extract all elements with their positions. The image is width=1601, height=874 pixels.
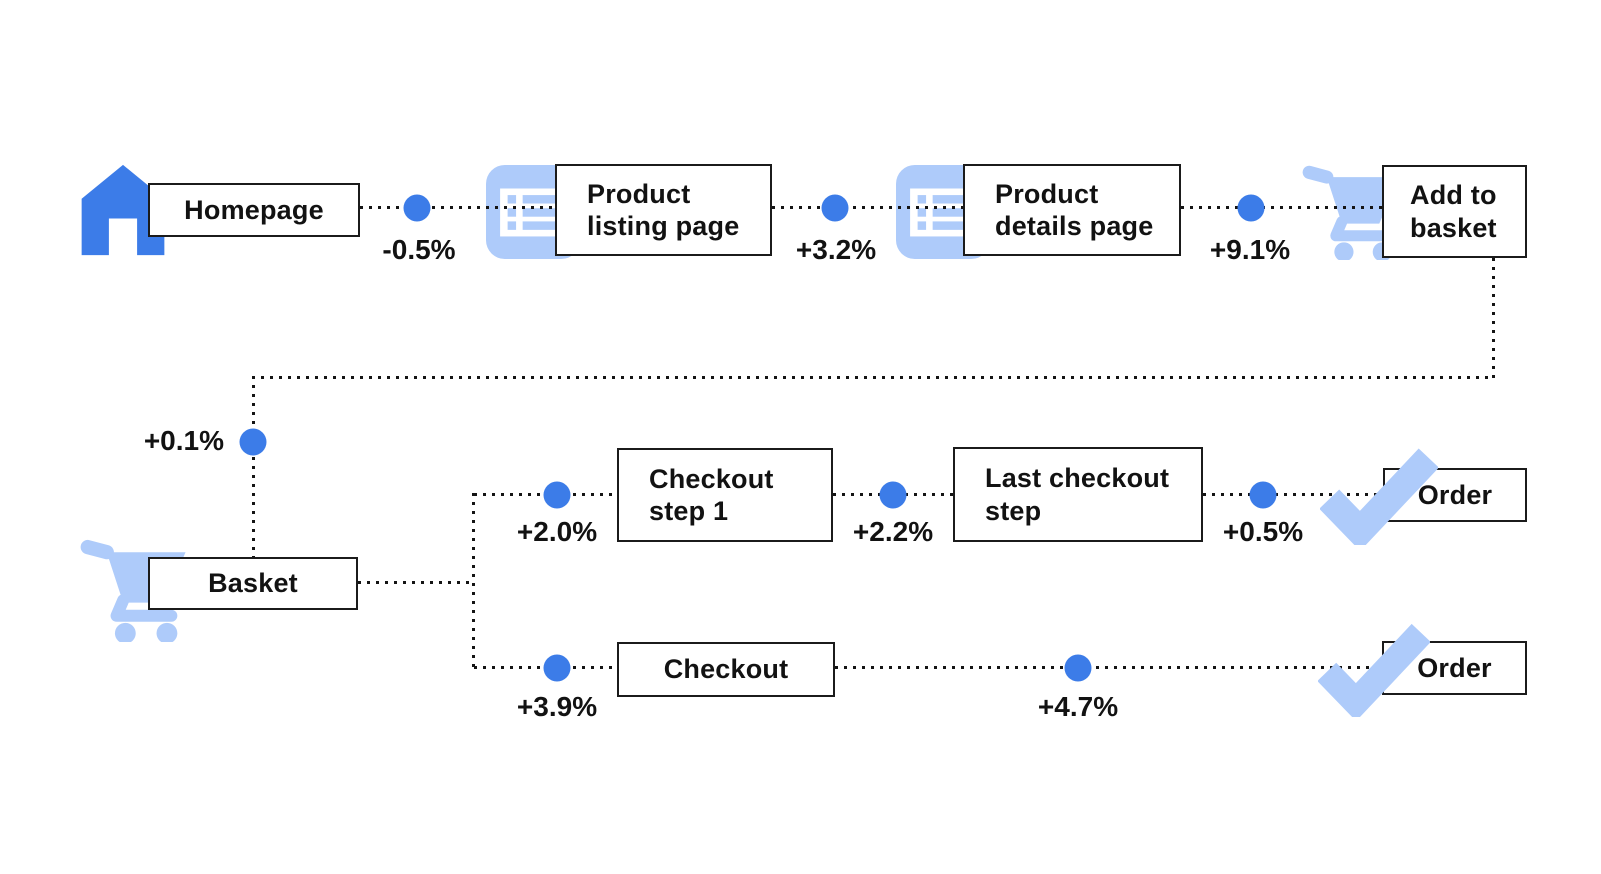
- delta-label: +3.9%: [516, 691, 598, 722]
- connector-line: [1181, 206, 1382, 209]
- node-label-line2: listing page: [587, 211, 740, 241]
- node-label-line1: Add to: [1410, 180, 1497, 211]
- node-label-line2: basket: [1410, 212, 1497, 243]
- delta-label: +2.0%: [516, 516, 598, 547]
- flow-dot: [543, 654, 571, 682]
- node-checkout-step-1: Checkout step 1: [617, 448, 833, 542]
- node-label: Basket: [208, 568, 298, 599]
- flow-dot: [1237, 194, 1265, 222]
- connector-line: [360, 206, 555, 209]
- node-add-to-basket: Add to basket: [1382, 165, 1527, 258]
- delta-label: +2.2%: [852, 516, 934, 547]
- connector-line: [252, 376, 1494, 379]
- node-homepage: Homepage: [148, 183, 360, 237]
- node-label-line2: step: [985, 495, 1042, 526]
- node-product-listing-page: Product listing page: [555, 164, 772, 256]
- delta-label: +0.1%: [143, 425, 224, 456]
- node-label: Add to basket: [1410, 179, 1497, 244]
- flow-dot: [403, 194, 431, 222]
- check-icon: [1320, 448, 1438, 545]
- node-last-checkout-step: Last checkout step: [953, 447, 1203, 542]
- node-label-line2: step 1: [649, 496, 729, 526]
- connector-line: [772, 206, 963, 209]
- delta-label: +9.1%: [1209, 234, 1291, 265]
- node-label-line1: Product: [587, 178, 691, 209]
- node-product-details-page: Product details page: [963, 164, 1181, 256]
- node-label-line2: details page: [995, 211, 1154, 241]
- node-label: Order: [1417, 479, 1493, 510]
- node-label: Order: [1417, 652, 1492, 683]
- check-icon: [1318, 623, 1430, 717]
- node-label-line1: Checkout: [649, 463, 774, 494]
- delta-label: +4.7%: [1037, 691, 1119, 722]
- delta-label: +0.5%: [1222, 516, 1304, 547]
- connector-line: [1203, 493, 1383, 496]
- node-label: Product listing page: [587, 178, 739, 243]
- node-label: Product details page: [995, 178, 1153, 243]
- flow-dot: [1064, 654, 1092, 682]
- connector-line: [835, 666, 1382, 669]
- flow-dot: [543, 481, 571, 509]
- connector-line: [472, 493, 475, 668]
- node-checkout: Checkout: [617, 642, 835, 697]
- node-label: Checkout: [663, 654, 789, 685]
- node-label-line1: Product: [995, 178, 1099, 209]
- node-label: Homepage: [184, 194, 324, 225]
- flow-dot: [239, 428, 267, 456]
- flow-dot: [1249, 481, 1277, 509]
- home-icon: [81, 164, 165, 256]
- connector-line: [358, 581, 474, 584]
- delta-label: +3.2%: [795, 234, 877, 265]
- node-label: Checkout step 1: [649, 463, 774, 528]
- cart-icon: [1302, 165, 1400, 260]
- flow-dot: [879, 481, 907, 509]
- flow-dot: [821, 194, 849, 222]
- connector-line: [252, 376, 255, 557]
- node-label: Last checkout step: [985, 462, 1169, 527]
- connector-line: [1492, 258, 1495, 378]
- node-label-line1: Last checkout: [985, 463, 1170, 494]
- node-basket: Basket: [148, 557, 358, 610]
- delta-label: -0.5%: [382, 234, 456, 265]
